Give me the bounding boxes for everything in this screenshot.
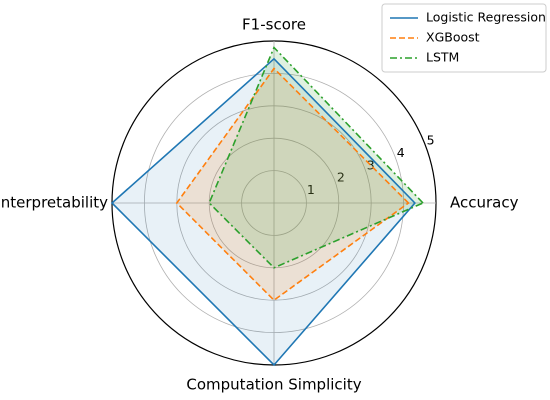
- legend-box: [381, 3, 547, 73]
- r-tick-label: 1: [307, 182, 315, 197]
- axis-label-interpretability: Interpretability: [0, 194, 108, 212]
- series-fill-logistic-regression: [112, 58, 415, 366]
- axis-label-f1-score: F1-score: [242, 16, 306, 34]
- series-fill-xgboost: [176, 68, 409, 301]
- r-tick-label: 5: [427, 133, 435, 148]
- series-layer: [110, 46, 425, 367]
- r-tick-label: 4: [397, 145, 405, 160]
- series-fill-lstm: [209, 47, 423, 268]
- series-line-xgboost: [175, 67, 410, 302]
- legend-label-xgboost: XGBoost: [426, 30, 480, 45]
- axis-label-computation-simplicity: Computation Simplicity: [186, 376, 361, 394]
- axis-label-accuracy: Accuracy: [450, 194, 519, 212]
- legend-label-logistic-regression: Logistic Regression: [426, 10, 546, 25]
- r-tick-label: 3: [367, 157, 375, 172]
- series-line-lstm: [208, 46, 425, 269]
- axis-labels: Accuracy F1-scoreInterpretabilityComputat…: [0, 16, 519, 394]
- series-line-logistic-regression: [110, 57, 416, 367]
- r-tick-label: 2: [337, 170, 345, 185]
- legend-label-lstm: LSTM: [426, 50, 459, 65]
